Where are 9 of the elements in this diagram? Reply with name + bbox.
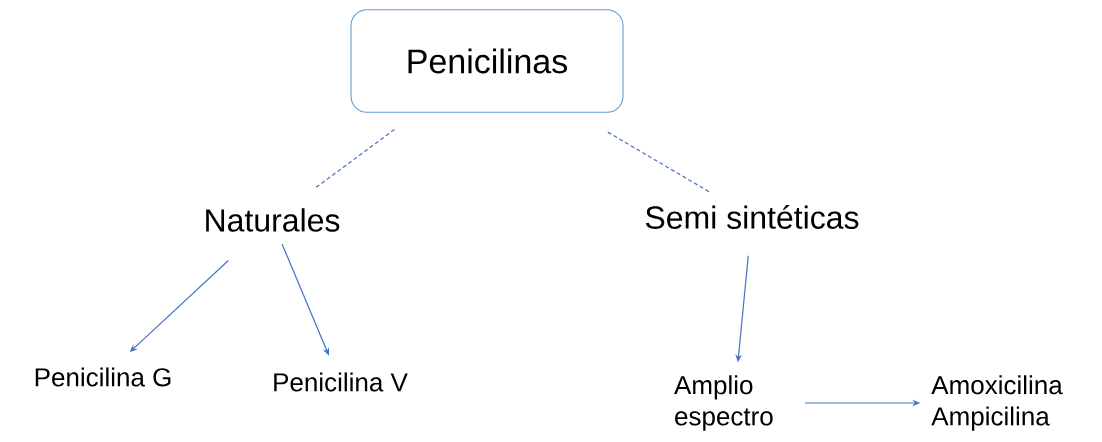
node-label: Penicilina V <box>274 372 408 392</box>
node-label: Semi sintéticas <box>645 205 859 229</box>
node-label: Naturales <box>206 208 340 232</box>
node-label: Amplio espectro <box>674 375 773 431</box>
node-label: Amoxicilina Ampicilina <box>931 375 1063 431</box>
node-label: Penicilina G <box>35 367 171 387</box>
rounded-box: Penicilinas <box>350 9 624 113</box>
dashed-line <box>315 128 395 189</box>
dashed-line <box>607 131 712 194</box>
